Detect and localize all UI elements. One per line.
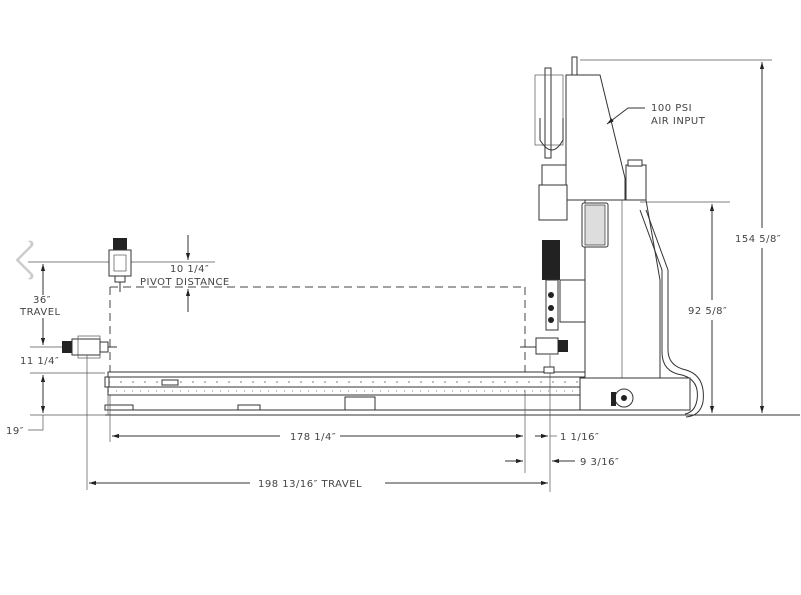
right-dimensions: 154 5/8″ 92 5/8″	[580, 59, 781, 413]
pivot-label: PIVOT DISTANCE	[140, 277, 230, 288]
dim-11-1-4: 11 1/4″	[20, 356, 59, 367]
dim-19: 19″	[6, 426, 24, 437]
spindle-horizontal	[62, 335, 117, 490]
spindle-vertical	[108, 238, 132, 292]
dim-9-3-16: 9 3/16″	[580, 457, 619, 468]
previous-image-button[interactable]	[4, 240, 40, 280]
dim-1-1-16: 1 1/16″	[560, 432, 599, 443]
bottom-dimensions: 178 1/4″ 1 1/16″ 9 3/16″ 198 13/16″ TRAV…	[89, 355, 619, 492]
air-input-callout: 100 PSI AIR INPUT	[606, 103, 706, 127]
pivot-value: 10 1/4″	[170, 264, 209, 275]
dim-154-5-8: 154 5/8″	[735, 234, 781, 245]
head-assembly	[520, 67, 586, 374]
left-dimensions: 36″ TRAVEL 11 1/4″ 19″	[6, 261, 215, 437]
travel-36-label: TRAVEL	[19, 307, 61, 318]
air-input-line2: AIR INPUT	[651, 116, 706, 127]
air-input-line1: 100 PSI	[651, 103, 692, 114]
pivot-dimension: 10 1/4″ PIVOT DISTANCE	[109, 235, 526, 372]
travel-36-value: 36″	[33, 295, 51, 306]
machine-column	[565, 56, 704, 418]
dim-92-5-8: 92 5/8″	[688, 306, 727, 317]
machine-bed	[104, 371, 800, 416]
dim-178-1-4: 178 1/4″	[290, 432, 336, 443]
chevron-left-icon	[9, 240, 34, 280]
dim-198-travel: 198 13/16″ TRAVEL	[258, 479, 362, 490]
